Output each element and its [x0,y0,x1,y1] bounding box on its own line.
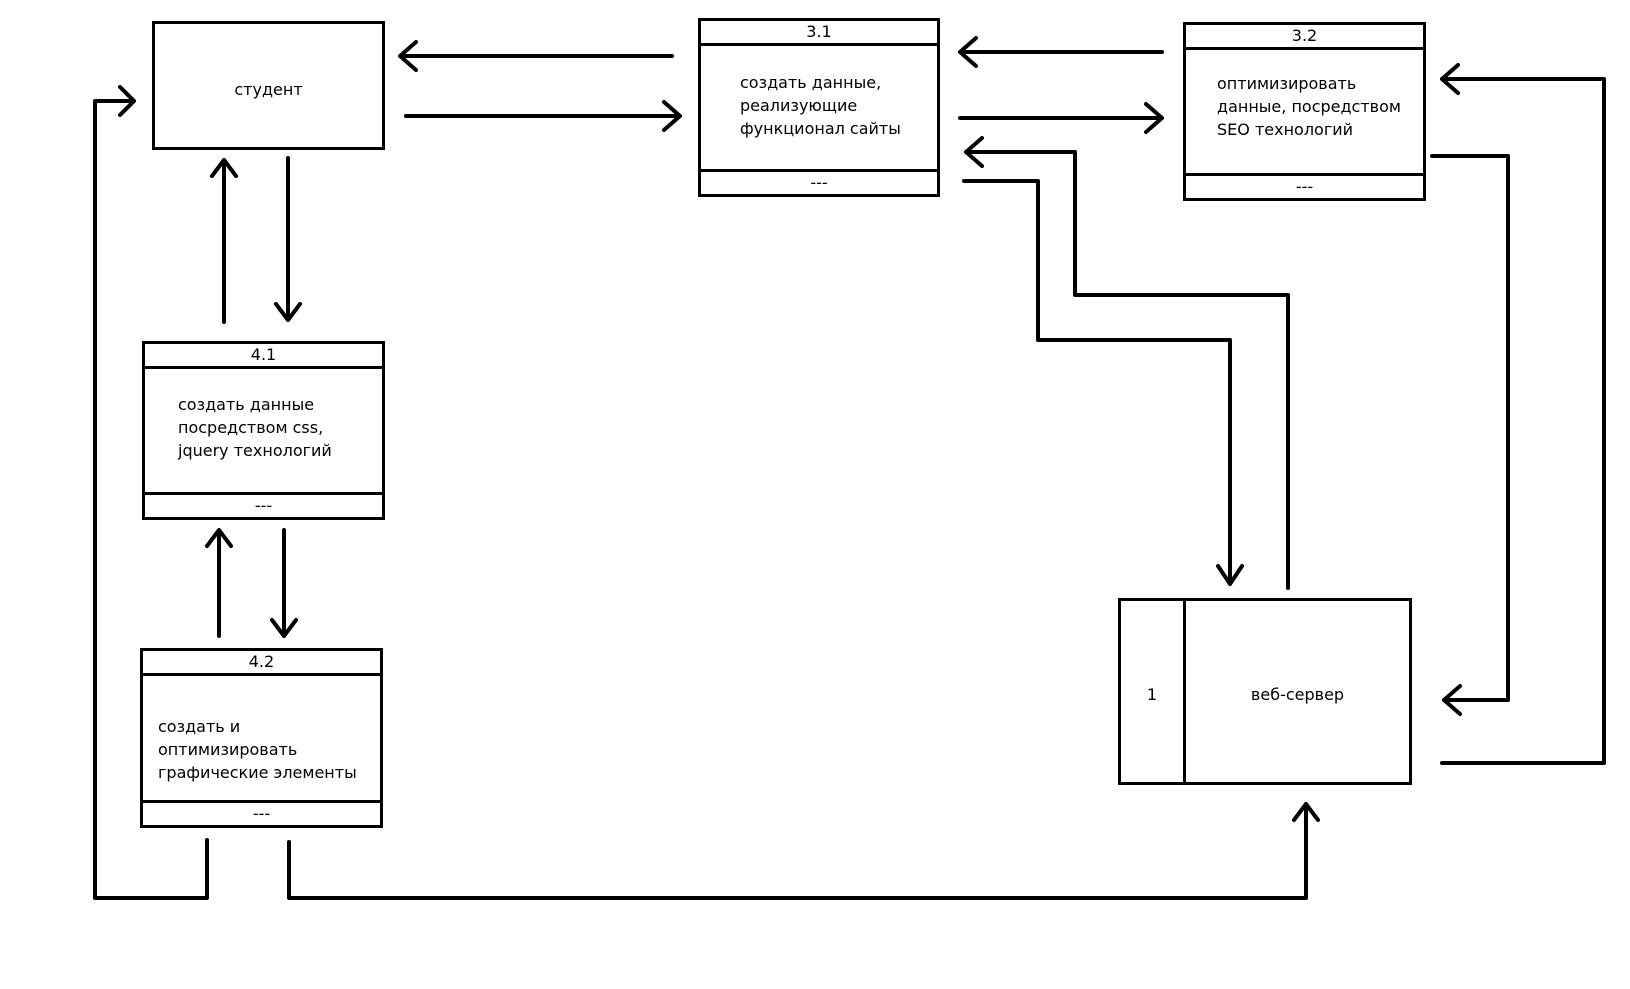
flow-3-2-to-webserver [1430,154,1510,716]
flow-4-2-to-4-1 [205,528,233,638]
process-3-1-number: 3.1 [701,21,937,46]
process-4-1: 4.1 создать данные посредством css, jque… [142,341,385,520]
datastore-webserver-label: веб-сервер [1250,685,1345,704]
process-3-1-text: создать данные, реализующие функционал с… [740,73,901,138]
process-4-1-number: 4.1 [145,344,382,369]
flow-student-to-3-1 [404,100,682,132]
process-4-1-text: создать данные посредством css, jquery т… [178,395,332,460]
datastore-webserver-divider [1183,601,1186,782]
entity-student-label: студент [234,80,303,99]
flow-webserver-to-3-1 [964,136,1290,590]
process-3-1-footer: --- [701,169,937,194]
process-4-1-footer: --- [145,492,382,517]
process-3-2-text: оптимизировать данные, посредством SEO т… [1217,74,1401,139]
datastore-webserver-id: 1 [1146,685,1158,704]
flow-3-1-to-3-2 [958,102,1164,134]
flow-3-1-to-student [398,40,674,72]
flow-3-2-to-3-1 [958,36,1164,68]
flow-3-1-to-webserver [962,179,1244,586]
process-4-2: 4.2 создать и оптимизировать графические… [140,648,383,828]
process-4-2-number: 4.2 [143,651,380,676]
flow-4-2-to-student [93,85,209,900]
flow-4-1-to-student [210,158,238,324]
flow-4-2-to-webserver [287,802,1320,900]
entity-student: студент [152,21,385,150]
flow-webserver-to-3-2 [1440,63,1606,765]
process-4-2-footer: --- [143,800,380,825]
flow-student-to-4-1 [274,156,302,322]
process-4-2-text: создать и оптимизировать графические эле… [158,717,357,782]
process-3-2-footer: --- [1186,173,1423,198]
process-3-2: 3.2 оптимизировать данные, посредством S… [1183,22,1426,201]
process-3-2-number: 3.2 [1186,25,1423,50]
datastore-webserver: 1 веб-сервер [1118,598,1412,785]
process-3-1: 3.1 создать данные, реализующие функцион… [698,18,940,197]
flow-4-1-to-4-2 [270,528,298,638]
